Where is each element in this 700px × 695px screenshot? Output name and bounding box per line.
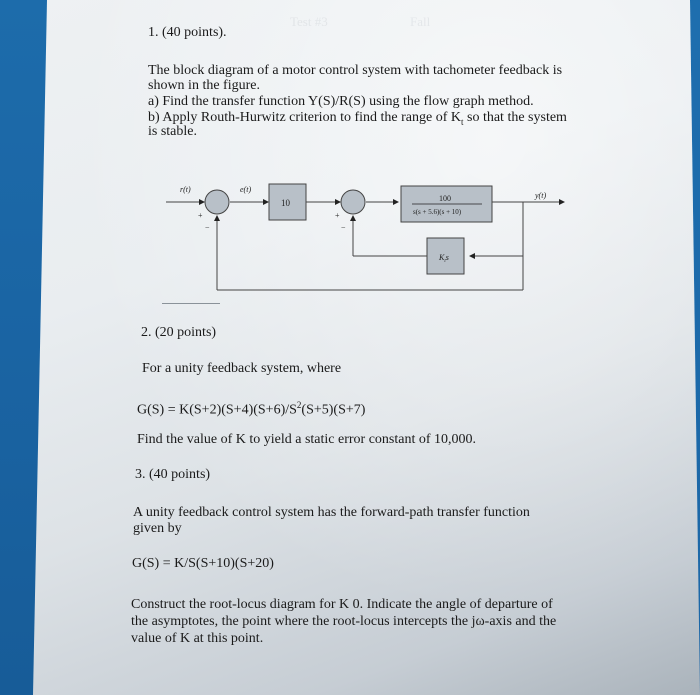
problem2-equation: G(S) = K(S+2)(S+4)(S+6)/S2(S+5)(S+7) [137, 397, 365, 419]
problem3-equation: G(S) = K/S(S+10)(S+20) [132, 556, 274, 571]
problem2-question: Find the value of K to yield a static er… [137, 432, 477, 447]
problem1-part-a: a) Find the transfer function Y(S)/R(S) … [148, 94, 534, 109]
problem1-intro-line1: The block diagram of a motor control sys… [148, 63, 563, 78]
problem2-heading: 2. (20 points) [141, 325, 217, 340]
tachometer-block [426, 237, 465, 275]
problem3-question-line1: Construct the root-locus diagram for K 0… [131, 597, 553, 612]
part-b-text: b) Apply Routh-Hurwitz criterion to find… [148, 110, 461, 125]
plant-numerator: 100 [439, 194, 451, 203]
part-b-text-cont: so that the system [463, 110, 567, 125]
equation-text: G(S) = K(S+2)(S+4)(S+6)/S [137, 402, 297, 418]
summing-junction-2 [340, 189, 366, 215]
problem1-part-b-line2: is stable. [148, 124, 197, 139]
summing-junction-1 [204, 189, 230, 215]
show-through-text: Test #3 [290, 14, 328, 29]
error-label: e(t) [240, 185, 251, 194]
sum1-minus-sign: − [205, 223, 210, 232]
problem1-heading: 1. (40 points). [148, 25, 227, 40]
problem2-intro: For a unity feedback system, where [142, 361, 342, 376]
plant-denominator: s(s + 5.6)(s + 10) [413, 208, 462, 216]
input-label: r(t) [180, 185, 191, 194]
equation-text-cont: (S+5)(S+7) [301, 402, 366, 418]
sum1-plus-sign: + [198, 211, 203, 220]
problem3-question-line2: the asymptotes, the point where the root… [131, 614, 557, 629]
section-divider [162, 303, 220, 304]
output-label: y(t) [534, 191, 546, 200]
block-diagram: r(t) e(t) y(t) 10 100 s(s + 5.6)(s + 10)… [166, 183, 565, 291]
sum2-minus-sign: − [341, 223, 346, 232]
problem1-part-b: b) Apply Routh-Hurwitz criterion to find… [148, 110, 567, 130]
equation-exponent: 2 [296, 400, 302, 410]
problem3-question-line3: value of K at this point. [131, 631, 264, 646]
sum2-plus-sign: + [335, 211, 340, 220]
problem3-intro-line2: given by [133, 521, 182, 536]
problem3-intro-line1: A unity feedback control system has the … [133, 505, 530, 520]
problem3-heading: 3. (40 points) [135, 467, 211, 482]
part-b-subscript: t [460, 116, 464, 127]
problem1-intro-line2: shown in the figure. [148, 78, 260, 93]
tachometer-label: Kts [438, 253, 449, 264]
gain-value: 10 [281, 198, 291, 208]
show-through-text: Fall [410, 14, 431, 29]
gain-block [268, 183, 307, 221]
